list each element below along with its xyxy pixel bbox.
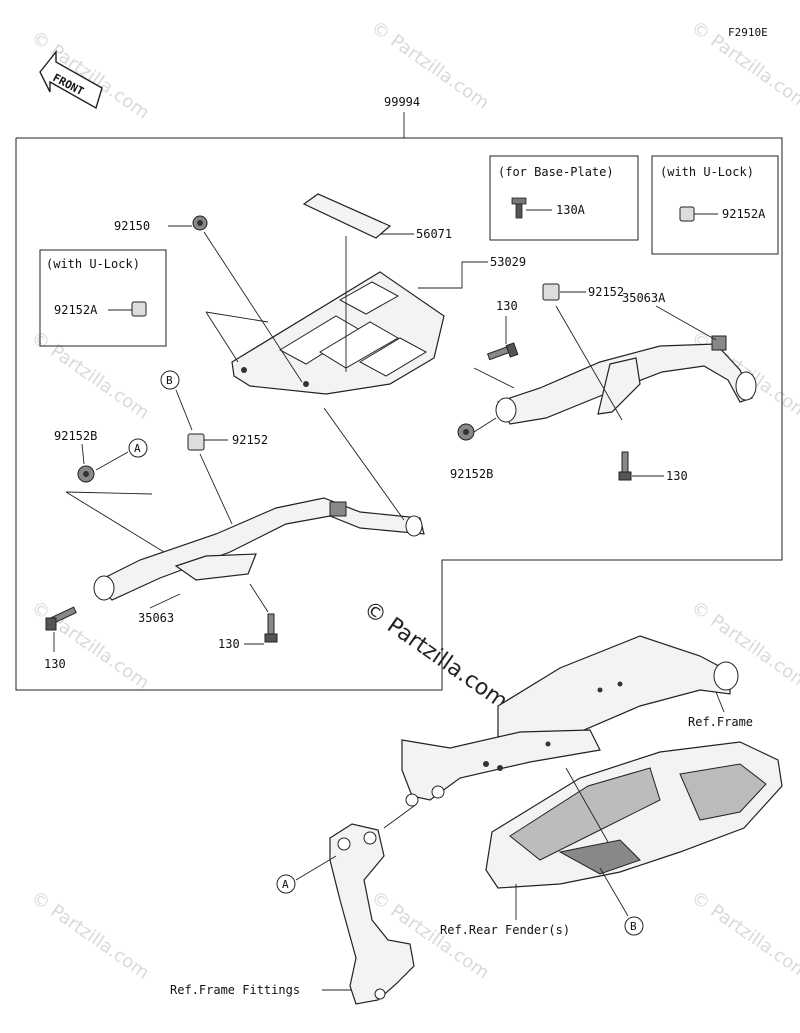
watermark: © Partzilla.com xyxy=(27,887,153,984)
watermark-main: © Partzilla.com xyxy=(359,596,512,714)
part-56071: 56071 xyxy=(416,227,452,241)
base-plate-box: (for Base-Plate) 130A xyxy=(489,155,639,241)
bolt-130-top: 130 xyxy=(486,299,519,361)
part-92152-right: 92152 xyxy=(588,285,624,299)
part-35063A: 35063A xyxy=(622,291,666,305)
svg-text:A: A xyxy=(282,878,289,891)
part-130-left: 130 xyxy=(44,657,66,671)
callout-A-lower: A xyxy=(276,855,337,894)
part-92152A-right: 92152A xyxy=(722,207,766,221)
kit-number: 99994 xyxy=(384,95,420,109)
figure-code: F2910E xyxy=(728,26,768,39)
collar-92152-right: 92152 xyxy=(542,283,624,421)
u-lock-box-right: (with U-Lock) 92152A xyxy=(651,155,779,255)
part-92152B-right: 92152B xyxy=(450,467,493,481)
part-92152B-left: 92152B xyxy=(54,429,97,443)
bolt-130-bottom: 130 xyxy=(218,583,278,651)
part-130-bottom: 130 xyxy=(218,637,240,651)
part-53029: 53029 xyxy=(490,255,526,269)
bolt-130-right: 130 xyxy=(618,451,688,483)
frame-fittings-reference: Ref.Frame Fittings xyxy=(170,805,415,1005)
kit-boundary xyxy=(15,137,783,691)
u-lock-box-left: (with U-Lock) 92152A xyxy=(39,249,167,347)
callout-A-upper: A xyxy=(95,438,148,471)
part-92152A-left: 92152A xyxy=(54,303,98,317)
u-lock-title-left: (with U-Lock) xyxy=(46,257,140,271)
base-plate-title: (for Base-Plate) xyxy=(498,165,614,179)
u-lock-title-right: (with U-Lock) xyxy=(660,165,754,179)
svg-text:A: A xyxy=(134,442,141,455)
part-92152-left: 92152 xyxy=(232,433,268,447)
bolt-130-left: 130 xyxy=(44,606,77,671)
part-35063: 35063 xyxy=(138,611,174,625)
rear-fender-reference: Ref.Rear Fender(s) xyxy=(440,741,783,937)
bushing-92152B-left: 92152B xyxy=(54,429,97,483)
part-130A: 130A xyxy=(556,203,586,217)
part-130-right: 130 xyxy=(666,469,688,483)
svg-text:B: B xyxy=(166,374,173,387)
watermark: © Partzilla.com xyxy=(27,327,153,424)
rail-35063: 35063 xyxy=(65,407,425,625)
part-92150: 92150 xyxy=(114,219,150,233)
grommet-92150: 92150 xyxy=(114,215,303,383)
part-130-top: 130 xyxy=(496,299,518,313)
ref-frame-fittings: Ref.Frame Fittings xyxy=(170,983,300,997)
watermark: © Partzilla.com xyxy=(27,597,153,694)
rail-35063A: 35063A xyxy=(473,291,757,425)
frame-reference: Ref.Frame xyxy=(401,635,753,807)
callout-B-lower: B xyxy=(599,867,644,936)
label-strip-56071: 56071 xyxy=(302,193,452,241)
svg-text:B: B xyxy=(630,920,637,933)
ref-rear-fender: Ref.Rear Fender(s) xyxy=(440,923,570,937)
watermark: © Partzilla.com xyxy=(687,887,800,984)
base-plate-53029: 53029 xyxy=(205,236,526,395)
collar-92152-left: 92152 xyxy=(187,433,268,525)
bushing-92152B-right: 92152B xyxy=(450,417,497,481)
callout-B-upper: B xyxy=(160,370,193,431)
ref-frame: Ref.Frame xyxy=(688,715,753,729)
